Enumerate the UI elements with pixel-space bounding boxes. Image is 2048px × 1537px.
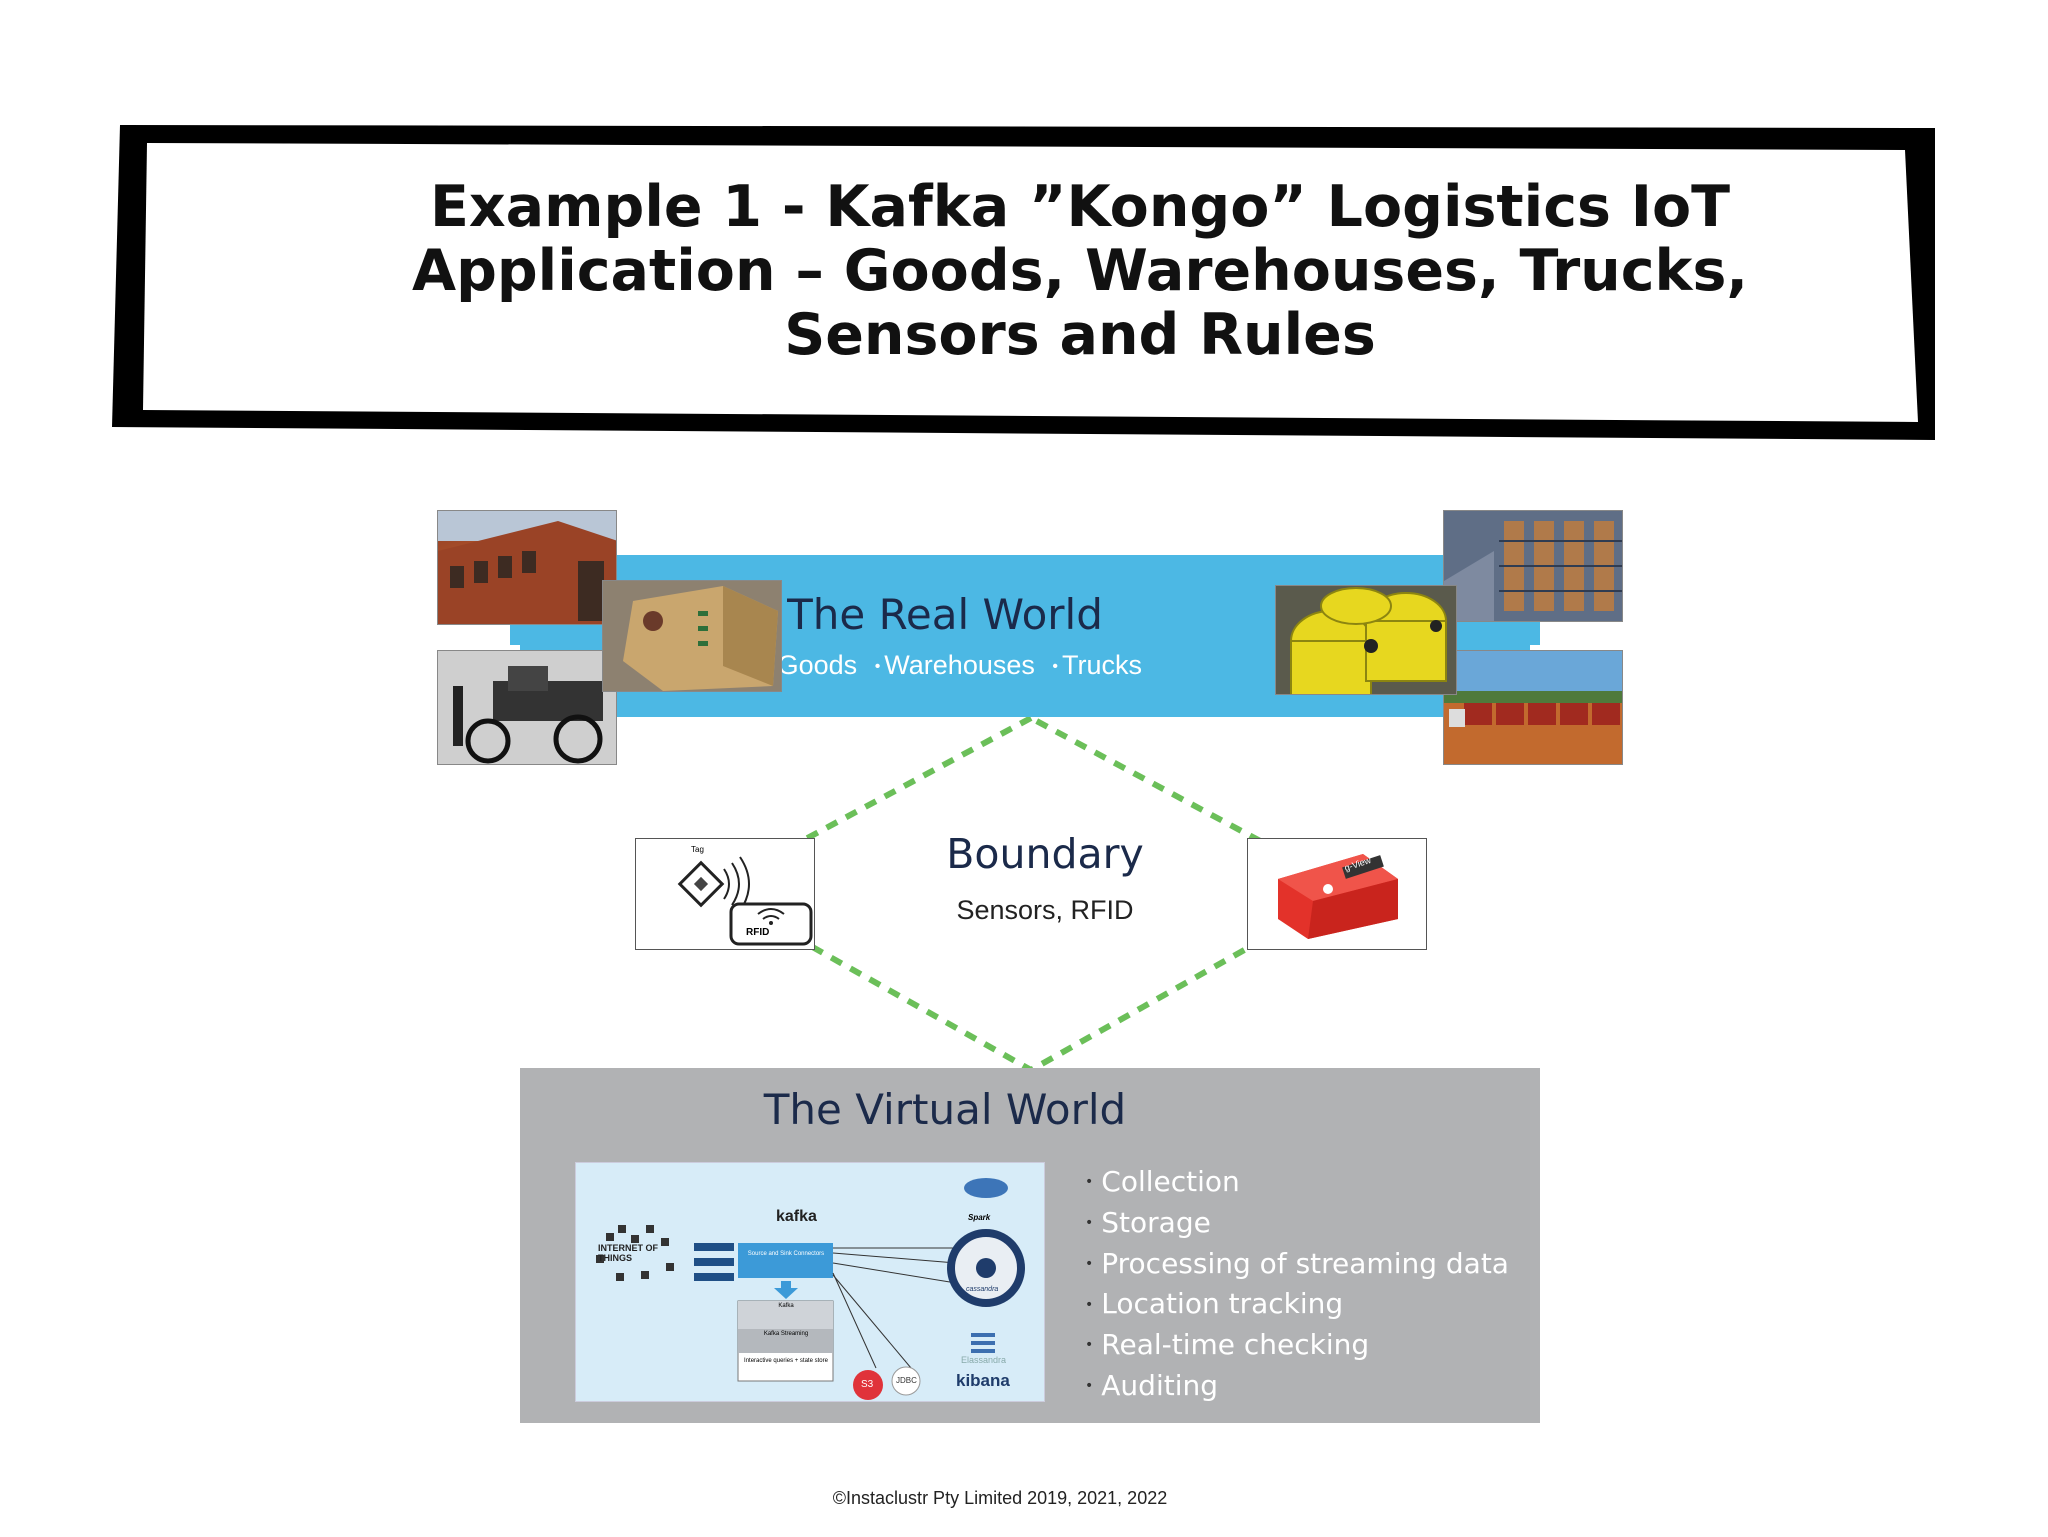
tag-label: Tag [691,845,704,854]
spark-label: Spark [968,1213,991,1222]
old-truck-photo [437,650,617,765]
kafka-logo-text: kafka [776,1208,817,1225]
rfid-label: RFID [746,927,770,938]
kibana-label: kibana [956,1371,1010,1390]
elassandra-label: Elassandra [961,1355,1007,1365]
real-item-goods: Goods [777,650,858,680]
virtual-item: •Storage [1085,1205,1211,1239]
warehouse-photo-left [437,510,617,625]
title-frame [112,125,1935,440]
boxes-photo [602,580,782,692]
title-line-1: Example 1 - Kafka ”Kongo” Logistics IoT [429,174,1731,240]
real-item-trucks: Trucks [1062,650,1142,680]
s3-label: S3 [861,1379,874,1390]
virtual-item: •Location tracking [1085,1287,1344,1321]
yellow-barrels-photo [1275,585,1457,695]
real-world-title: The Real World [787,590,1103,639]
real-item-warehouses: Warehouses [884,650,1035,680]
title-line-2: Application – Goods, Warehouses, Trucks, [411,238,1749,304]
virtual-item: •Auditing [1085,1368,1218,1402]
boundary-title: Boundary [946,830,1144,878]
iot-label: INTERNET OF THINGS [598,1243,658,1263]
virtual-world-list: •Collection •Storage •Processing of stre… [1085,1162,1509,1407]
kafka-box-label: Kafka [778,1303,794,1309]
warehouse-interior-photo [1443,510,1623,622]
copyright-notice: ©Instaclustr Pty Limited 2019, 2021, 202… [832,1488,1168,1508]
kafka-streaming-label: Kafka Streaming [763,1331,809,1337]
boundary-subtitle: Sensors, RFID [956,895,1134,925]
real-world-items: •Goods •Warehouses •Trucks [768,650,1142,680]
virtual-item: •Collection [1085,1165,1240,1198]
page-title: Example 1 - Kafka ”Kongo” Logistics IoT … [360,175,1800,367]
architecture-diagram: kafka INTERNET OF THINGS Source and Sink… [575,1162,1045,1402]
jdbc-label: JDBC [896,1376,917,1385]
interactive-label: Interactive queries + state store [744,1358,828,1364]
virtual-world-title: The Virtual World [763,1085,1127,1134]
title-line-3: Sensors and Rules [784,302,1376,368]
connectors-label: Source and Sink Connectors [747,1251,825,1257]
cassandra-label: cassandra [966,1286,999,1293]
virtual-item: •Real-time checking [1085,1328,1370,1361]
rfid-sensor-box: RFID Tag [635,838,815,950]
gview-sensor-box: g-View [1247,838,1427,950]
world-diagram: The Real World •Goods •Warehouses •Truck… [430,490,1640,1480]
road-train-photo [1443,650,1623,765]
virtual-item: •Processing of streaming data [1085,1246,1509,1280]
